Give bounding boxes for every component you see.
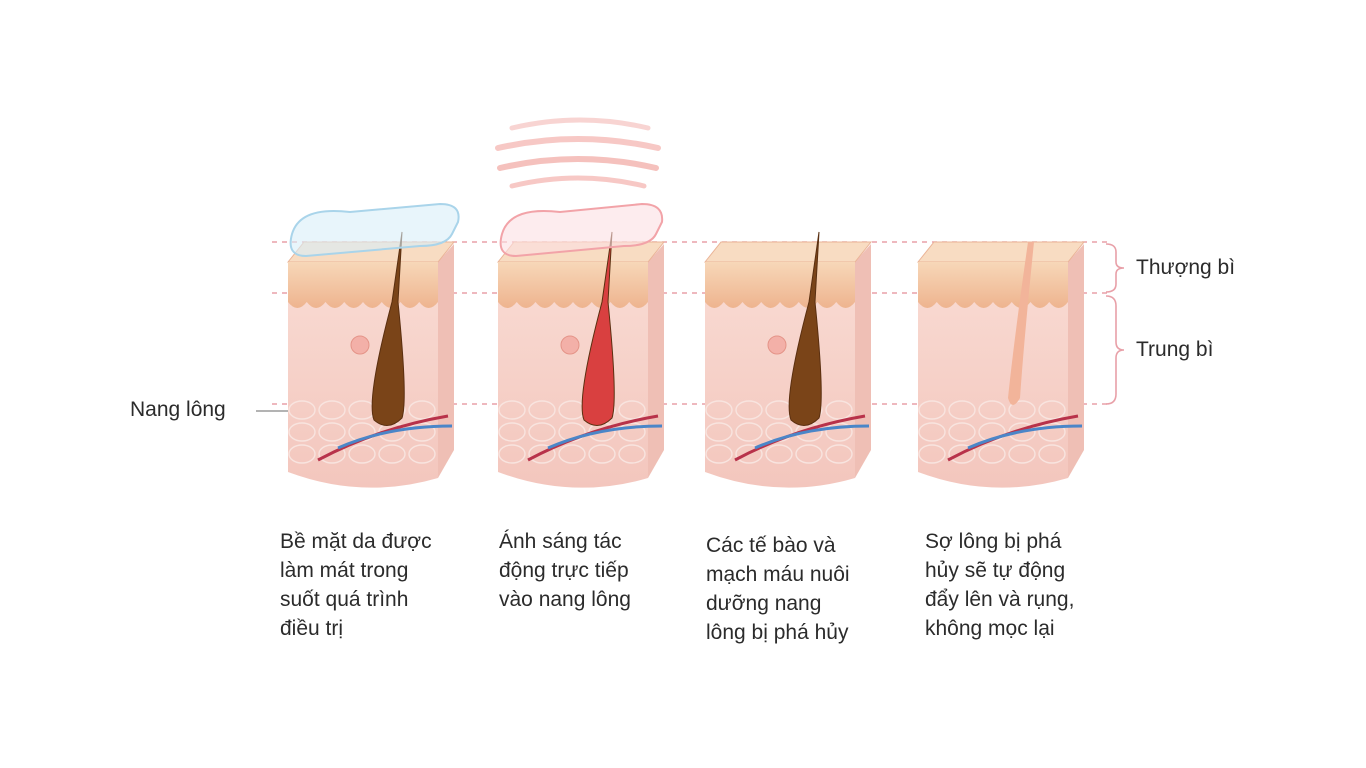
fat-cell	[318, 444, 346, 464]
fat-cell	[558, 444, 586, 464]
caption-line: Ánh sáng tác	[499, 530, 622, 553]
fat-cell	[588, 444, 616, 464]
fat-cell	[318, 400, 346, 420]
skin-block-cooling	[286, 231, 456, 488]
caption-line: Bề mặt da được	[280, 530, 432, 553]
epidermis-layer	[288, 262, 438, 308]
caption-shed: Sợ lông bị phá hủy sẽ tự động đẩy lên và…	[925, 527, 1074, 643]
fat-cell	[498, 444, 526, 464]
fat-cell	[288, 400, 316, 420]
vein-vessel	[337, 424, 453, 450]
caption-line: vào nang lông	[499, 588, 631, 611]
fat-cell	[825, 422, 853, 442]
fat-cell	[735, 422, 763, 442]
skin-block-destroy	[703, 231, 873, 488]
skin-side-face	[648, 244, 664, 478]
fat-cell	[825, 444, 853, 464]
light-wave-icon	[495, 117, 661, 189]
fat-cell	[318, 422, 346, 442]
fat-cell	[1038, 444, 1066, 464]
vein-vessel	[967, 424, 1083, 450]
fat-cell	[1008, 444, 1036, 464]
fat-cell	[528, 422, 556, 442]
fat-cell	[408, 444, 436, 464]
fat-cell	[618, 422, 646, 442]
fat-cell	[825, 400, 853, 420]
skin-block-shed	[916, 241, 1086, 488]
fat-cell	[705, 422, 733, 442]
fat-cell	[1008, 400, 1036, 420]
fat-cell	[978, 400, 1006, 420]
fat-cell	[735, 444, 763, 464]
fat-cell	[948, 400, 976, 420]
fat-cell	[765, 444, 793, 464]
epidermis-layer	[498, 262, 648, 308]
fat-cell	[1038, 400, 1066, 420]
fat-cell	[528, 400, 556, 420]
epidermis-label: Thượng bì	[1136, 256, 1236, 279]
fat-cell	[408, 400, 436, 420]
caption-line: lông bị phá hủy	[706, 621, 849, 644]
fat-cell	[795, 444, 823, 464]
cooling-device	[289, 202, 460, 258]
sebaceous-gland	[767, 335, 787, 355]
fat-cell	[735, 400, 763, 420]
hair-follicle-label: Nang lông	[130, 398, 226, 421]
fat-cell	[1038, 422, 1066, 442]
caption-line: Các tế bào và	[706, 534, 836, 557]
caption-light: Ánh sáng tác động trực tiếp vào nang lôn…	[499, 527, 631, 614]
skin-block-light	[496, 231, 666, 488]
fat-cell	[618, 444, 646, 464]
caption-line: dưỡng nang	[706, 592, 822, 615]
skin-side-face	[855, 244, 871, 478]
caption-line: đẩy lên và rụng,	[925, 588, 1075, 611]
dermis-label: Trung bì	[1136, 338, 1214, 361]
fat-cell	[408, 422, 436, 442]
skin-side-face	[438, 244, 454, 478]
fat-cell	[618, 400, 646, 420]
fat-cell	[948, 444, 976, 464]
sebaceous-gland	[350, 335, 370, 355]
skin-surface	[916, 241, 1086, 263]
fat-cell	[918, 400, 946, 420]
fat-cell	[378, 444, 406, 464]
fat-cell	[288, 444, 316, 464]
sebaceous-gland	[560, 335, 580, 355]
fat-cell	[498, 422, 526, 442]
hair-follicle	[371, 231, 405, 426]
layer-brackets	[1105, 243, 1125, 405]
shedding-hair	[1008, 242, 1034, 405]
epidermis-layer	[705, 262, 855, 308]
caption-line: không mọc lại	[925, 617, 1055, 640]
vein-vessel	[547, 424, 663, 450]
vein-vessel	[754, 424, 870, 450]
epidermis-layer	[918, 262, 1068, 308]
caption-line: hủy sẽ tự động	[925, 559, 1066, 582]
hair-follicle	[581, 231, 615, 426]
caption-destroy: Các tế bào và mạch máu nuôi dưỡng nang l…	[706, 531, 850, 647]
caption-line: điều trị	[280, 617, 344, 640]
caption-line: suốt quá trình	[280, 588, 409, 611]
fat-cell	[705, 400, 733, 420]
fat-cell	[498, 400, 526, 420]
caption-line: Sợ lông bị phá	[925, 530, 1062, 553]
fat-cell	[978, 444, 1006, 464]
fat-cell	[948, 422, 976, 442]
fat-cell	[918, 444, 946, 464]
skin-side-face	[1068, 244, 1084, 478]
fat-cell	[348, 444, 376, 464]
caption-line: làm mát trong	[280, 559, 409, 582]
skin-surface	[703, 241, 873, 263]
fat-cell	[528, 444, 556, 464]
fat-cell	[918, 422, 946, 442]
caption-line: mạch máu nuôi	[706, 563, 850, 586]
fat-cell	[288, 422, 316, 442]
hair-follicle	[788, 231, 822, 426]
laser-device	[499, 202, 664, 258]
caption-line: động trực tiếp	[499, 559, 629, 582]
fat-cell	[705, 444, 733, 464]
caption-cooling: Bề mặt da được làm mát trong suốt quá tr…	[280, 527, 432, 643]
